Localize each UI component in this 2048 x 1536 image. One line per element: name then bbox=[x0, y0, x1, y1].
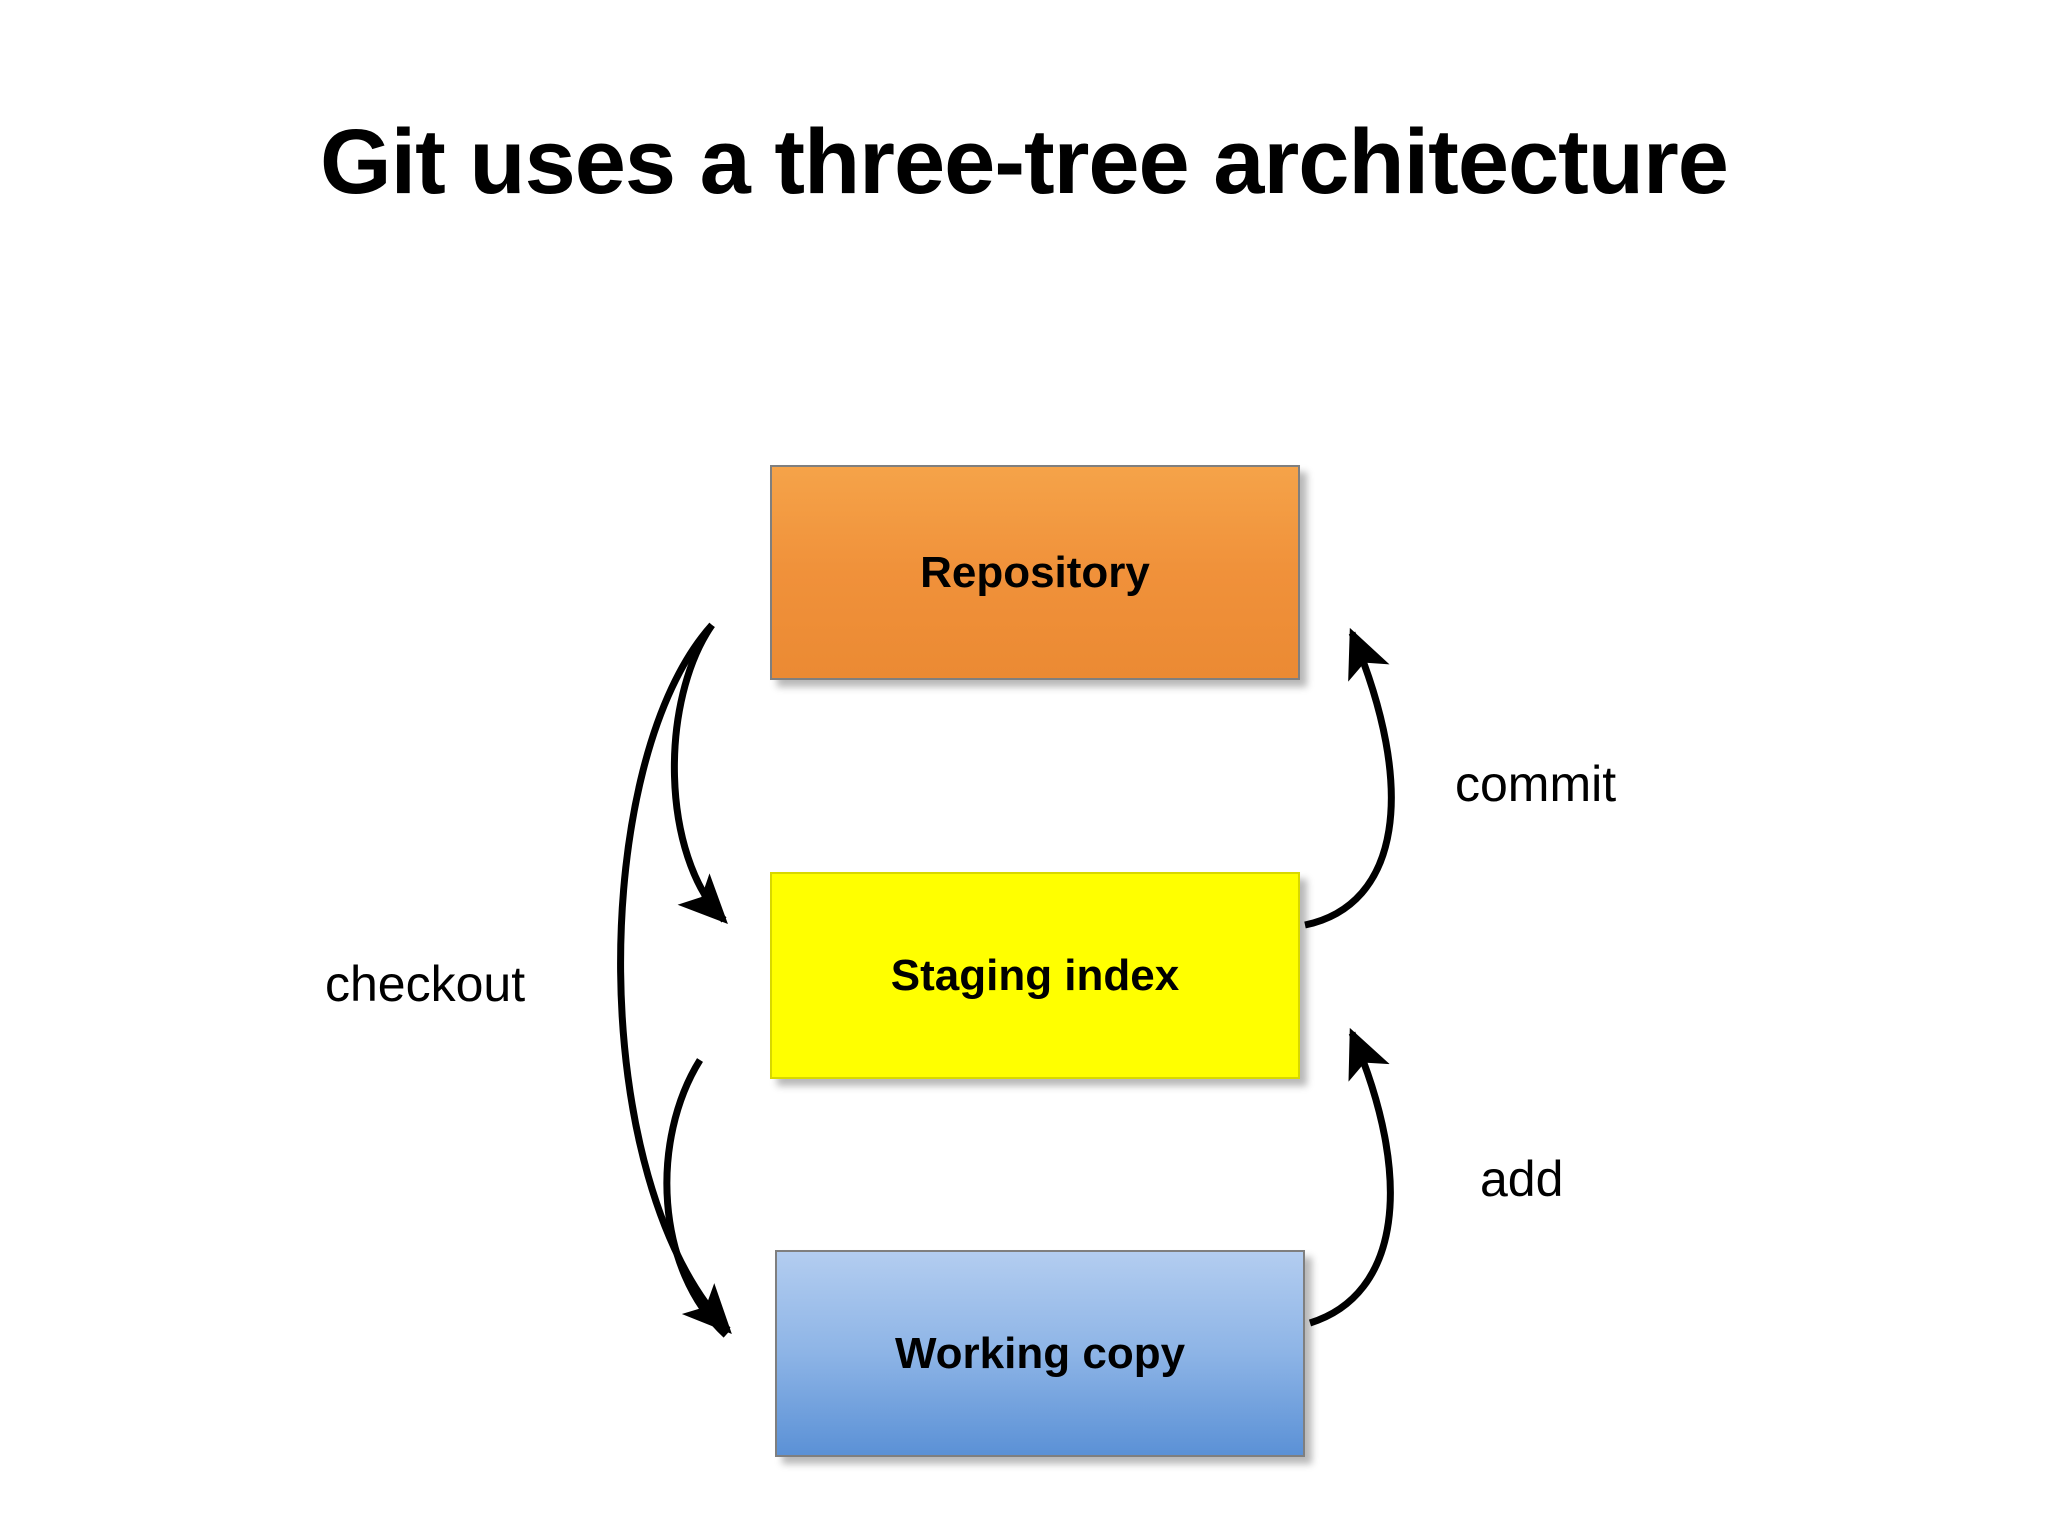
edge-label-commit: commit bbox=[1455, 756, 1617, 812]
arrow-checkout-to-staging bbox=[670, 623, 728, 924]
edge-label-checkout: checkout bbox=[325, 956, 526, 1012]
node-repository-label: Repository bbox=[920, 547, 1150, 597]
node-repository[interactable]: Repository bbox=[770, 465, 1300, 680]
node-staging-index[interactable]: Staging index bbox=[770, 872, 1300, 1079]
node-working-copy[interactable]: Working copy bbox=[775, 1250, 1305, 1457]
arrow-checkout-to-working bbox=[617, 622, 732, 1335]
arrow-commit bbox=[1304, 627, 1395, 929]
node-staging-index-label: Staging index bbox=[890, 950, 1180, 1000]
arrow-staging-to-working bbox=[663, 1058, 729, 1338]
arrow-add bbox=[1308, 1027, 1394, 1327]
page-title: Git uses a three-tree architecture bbox=[320, 111, 1729, 213]
edge-label-add: add bbox=[1480, 1151, 1564, 1207]
node-working-copy-label: Working copy bbox=[894, 1328, 1186, 1378]
